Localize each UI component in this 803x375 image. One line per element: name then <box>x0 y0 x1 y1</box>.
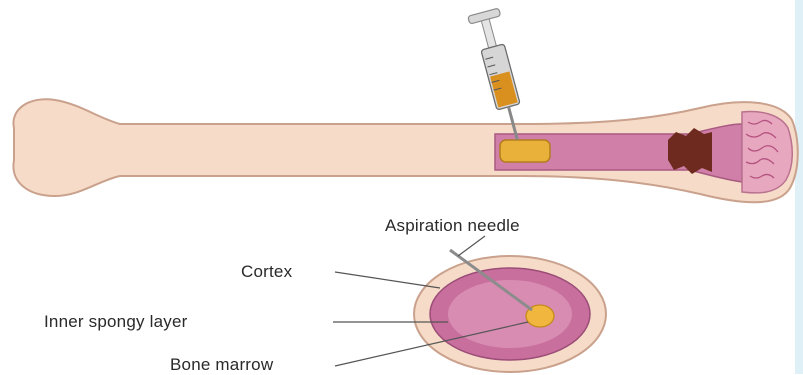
bone-spongy-end <box>742 112 792 193</box>
long-bone <box>13 99 797 202</box>
label-inner-spongy-layer: Inner spongy layer <box>44 312 187 332</box>
label-aspiration-needle: Aspiration needle <box>385 216 520 236</box>
aspiration-site-marrow <box>500 140 550 162</box>
bone-cross-section <box>414 250 606 372</box>
leader-aspiration-needle <box>458 236 485 256</box>
label-cortex: Cortex <box>241 262 292 282</box>
leader-cortex <box>335 272 440 288</box>
label-bone-marrow: Bone marrow <box>170 355 273 375</box>
syringe-plunger-rod <box>481 19 496 48</box>
red-marrow-cluster <box>668 128 712 174</box>
